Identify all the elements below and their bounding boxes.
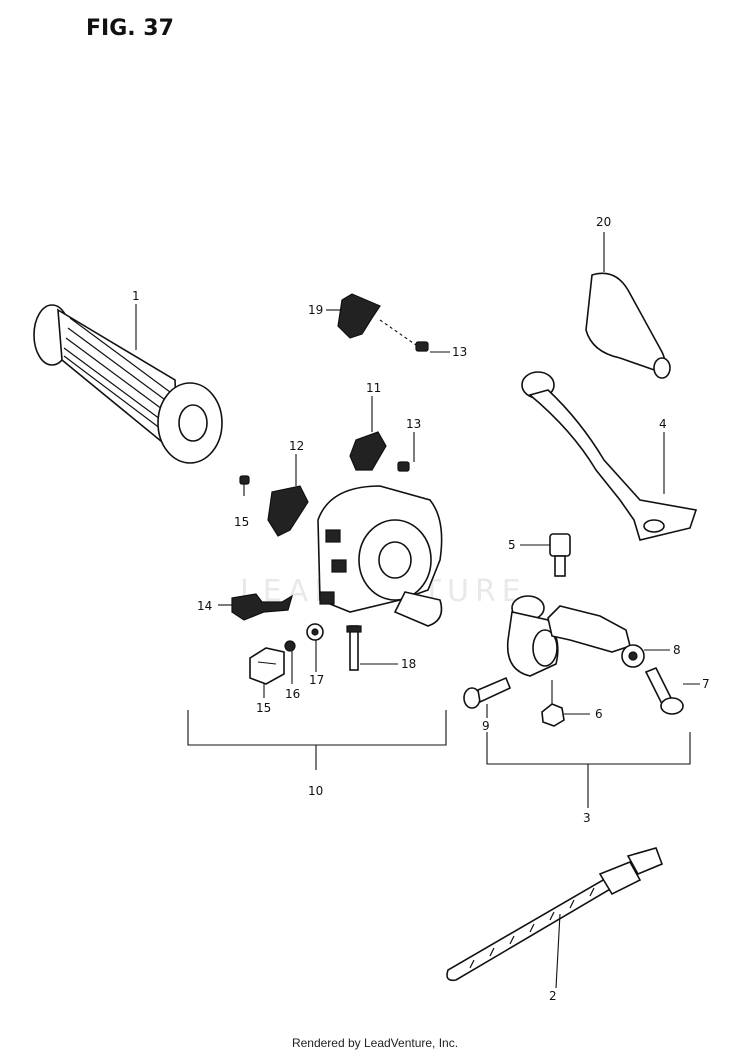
- switch-knob-11-part: [349, 431, 387, 471]
- callout-18: 18: [401, 657, 416, 671]
- callout-12: 12: [289, 439, 304, 453]
- callout-8: 8: [673, 643, 681, 657]
- switch-block-15-part: [249, 647, 285, 685]
- cable-tie-part: [446, 847, 664, 982]
- callout-16: 16: [285, 687, 300, 701]
- callout-1: 1: [132, 289, 140, 303]
- nut-6-part: [541, 680, 565, 727]
- callout-13-mid: 13: [406, 417, 421, 431]
- callout-17: 17: [309, 673, 324, 687]
- callout-3: 3: [583, 811, 591, 825]
- callout-9: 9: [482, 719, 490, 733]
- washer-8-part: [621, 644, 645, 668]
- grip-part: [33, 304, 223, 464]
- callout-10: 10: [308, 784, 323, 798]
- screw-15-upper-part: [239, 475, 250, 496]
- callout-labels: 1 2 3 4 5 6 7 8 9 10 11 12 13 13 14 15 1…: [132, 215, 710, 1003]
- callout-19: 19: [308, 303, 323, 317]
- lever-holder-part: [506, 595, 631, 677]
- callout-2: 2: [549, 989, 557, 1003]
- callout-4: 4: [659, 417, 667, 431]
- spring-16-part: [284, 640, 296, 652]
- callout-5: 5: [508, 538, 516, 552]
- callout-15-upper: 15: [234, 515, 249, 529]
- callout-7: 7: [702, 677, 710, 691]
- washer-17-part: [306, 623, 324, 641]
- bracket-3: [486, 732, 691, 808]
- footer-credit: Rendered by LeadVenture, Inc.: [291, 1036, 459, 1050]
- figure-title: FIG. 37: [86, 16, 174, 41]
- screw-18-part: [346, 625, 362, 671]
- leader-lines: [135, 232, 700, 989]
- screw-13-top-part: [379, 319, 429, 352]
- cable-clip-14-part: [231, 593, 293, 621]
- screw-13-mid-part: [397, 461, 410, 472]
- callout-11: 11: [366, 381, 381, 395]
- bolt-9-part: [463, 676, 512, 709]
- bolt-5-part: [549, 533, 571, 577]
- bolt-7-part: [644, 666, 684, 715]
- callout-6: 6: [595, 707, 603, 721]
- switch-housing-part: [317, 485, 443, 627]
- callout-13-top: 13: [452, 345, 467, 359]
- callout-15-lower: 15: [256, 701, 271, 715]
- callout-20: 20: [596, 215, 611, 229]
- switch-lever-12-part: [267, 485, 309, 537]
- lever-part: [521, 371, 698, 541]
- lever-boot-part: [585, 272, 671, 379]
- callout-14: 14: [197, 599, 212, 613]
- bracket-10: [187, 710, 447, 770]
- clamp-19-part: [337, 293, 381, 339]
